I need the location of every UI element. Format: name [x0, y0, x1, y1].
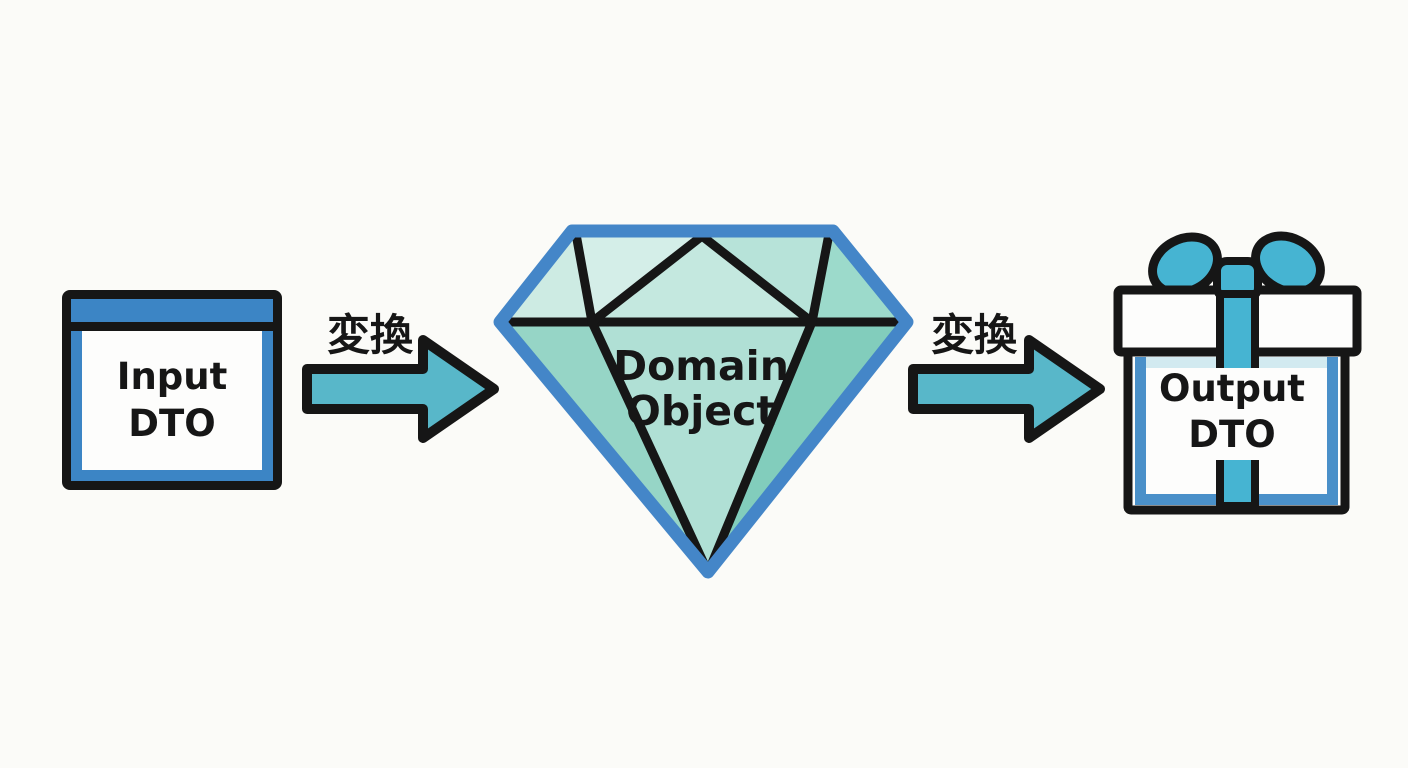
transform-label-left: 変換	[327, 311, 413, 361]
output-dto-label: Output DTO	[1132, 366, 1332, 459]
input-dto-label-line2: DTO	[128, 401, 216, 445]
output-dto-label-line2: DTO	[1188, 413, 1276, 457]
domain-object-label: Domain Object	[601, 342, 801, 436]
transform-label-right: 変換	[931, 311, 1017, 361]
input-dto-titlebar-divider	[71, 322, 273, 331]
input-dto-inner-panel: Input DTO	[82, 331, 262, 470]
input-dto-label: Input DTO	[117, 354, 228, 447]
input-dto-label-line1: Input	[116, 355, 228, 399]
domain-object-label-line1: Domain	[613, 342, 789, 390]
input-dto-box: Input DTO	[62, 290, 282, 490]
arrow-right-icon	[302, 335, 499, 443]
input-dto-body: Input DTO	[71, 331, 273, 481]
gem-icon	[493, 224, 914, 579]
arrow-right-icon	[908, 335, 1105, 443]
input-dto-titlebar	[71, 299, 273, 322]
domain-object-label-line2: Object	[626, 387, 776, 436]
output-dto-label-line1: Output	[1159, 367, 1305, 410]
gift-icon	[1113, 231, 1362, 515]
